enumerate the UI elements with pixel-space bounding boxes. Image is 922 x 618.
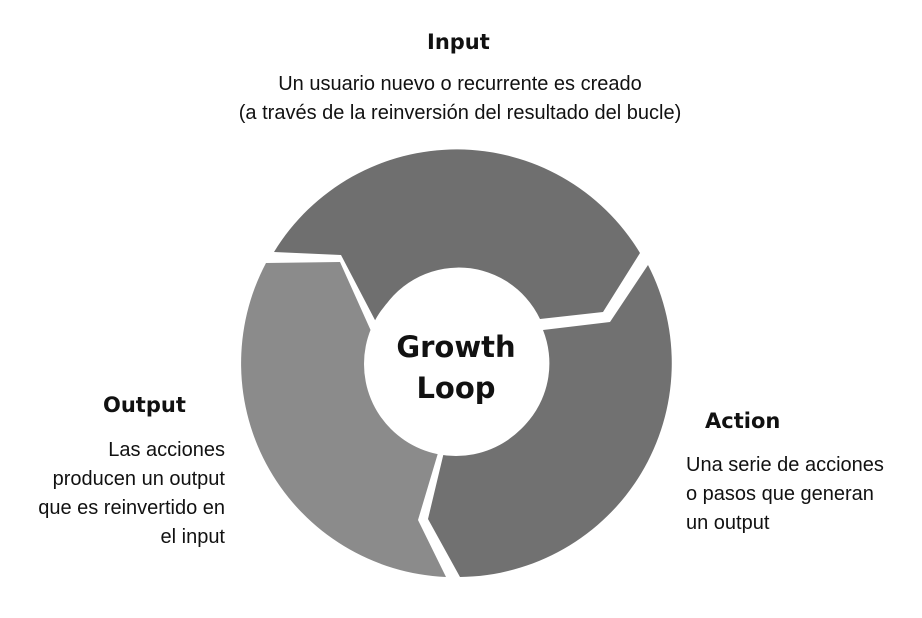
action-heading: Action bbox=[705, 409, 781, 433]
input-description: Un usuario nuevo o recurrente es creado … bbox=[170, 70, 750, 128]
action-description-line: Una serie de acciones bbox=[686, 454, 884, 476]
output-description-line: producen un output bbox=[52, 468, 225, 490]
action-description: Una serie de acciones o pasos que genera… bbox=[686, 451, 884, 538]
center-circle bbox=[364, 272, 548, 456]
loop-segment-output bbox=[241, 262, 446, 577]
output-description-line: que es reinvertido en bbox=[38, 497, 225, 519]
output-description: Las acciones producen un output que es r… bbox=[0, 436, 225, 552]
action-description-line: un output bbox=[686, 512, 770, 534]
output-description-line: el input bbox=[160, 526, 226, 548]
action-description-line: o pasos que generan bbox=[686, 483, 874, 505]
output-description-line: Las acciones bbox=[108, 439, 225, 461]
input-description-line: (a través de la reinversión del resultad… bbox=[238, 102, 682, 124]
input-description-line: Un usuario nuevo o recurrente es creado bbox=[278, 73, 642, 95]
loop-segment-input bbox=[274, 149, 640, 322]
center-label-line-1: Growth bbox=[396, 330, 515, 364]
output-heading: Output bbox=[103, 393, 186, 417]
input-heading: Input bbox=[427, 30, 490, 54]
loop-segment-action bbox=[428, 265, 672, 577]
center-label-line-2: Loop bbox=[416, 371, 495, 405]
